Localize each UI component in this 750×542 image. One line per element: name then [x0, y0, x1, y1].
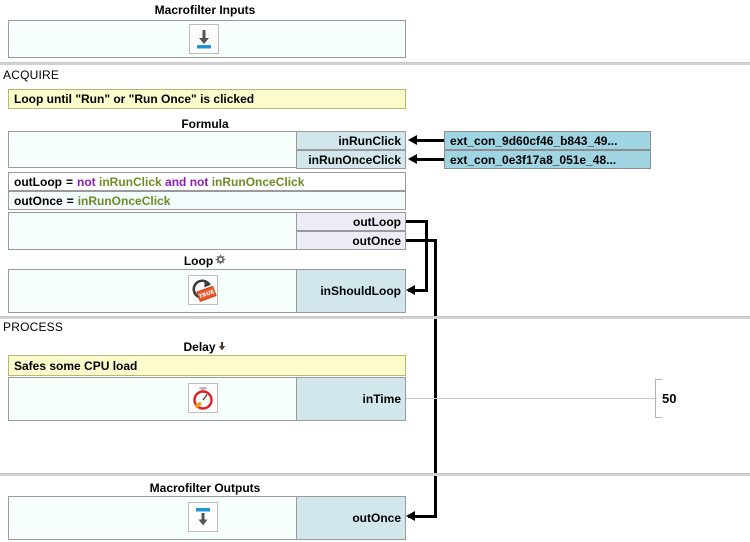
- formula-expression-row-1[interactable]: outOnce = inRunOnceClick: [8, 191, 406, 210]
- wire-extcon1-to-inRunOnceClick: [417, 158, 444, 161]
- formula-port-outOnce[interactable]: outOnce: [296, 231, 406, 250]
- formula-port-inRunOnceClick[interactable]: inRunOnceClick: [296, 150, 406, 169]
- expr-token-0-0: not: [77, 174, 96, 189]
- formula-port-outLoop[interactable]: outLoop: [296, 212, 406, 231]
- expr-eq-1: =: [66, 193, 74, 208]
- wire-outLoop-v: [425, 220, 428, 290]
- wire-outLoop-h1: [406, 220, 428, 223]
- wire-arrow-outOnce: [406, 511, 415, 521]
- expr-token-0-4: inRunOnceClick: [211, 174, 305, 189]
- wire-outOnce-h1: [406, 239, 437, 242]
- wire-outLoop-h2: [408, 289, 428, 292]
- wire-outOnce-h2: [408, 515, 437, 518]
- expr-token-0-1: inRunClick: [99, 174, 162, 189]
- svg-text:TRUE: TRUE: [198, 289, 216, 300]
- gear-icon: [214, 254, 226, 269]
- section-divider-process: [0, 316, 750, 319]
- loop-port-inShouldLoop[interactable]: inShouldLoop: [296, 269, 406, 313]
- expr-target-1: outOnce: [14, 193, 63, 208]
- section-label-process: PROCESS: [3, 320, 64, 334]
- stopwatch-icon: [188, 383, 218, 413]
- macrofilter-outputs-title: Macrofilter Outputs: [149, 481, 261, 495]
- formula-port-inRunClick[interactable]: inRunClick: [296, 131, 406, 150]
- expr-target-0: outLoop: [14, 174, 62, 189]
- formula-comment: Loop until "Run" or "Run Once" is clicke…: [8, 89, 406, 109]
- expr-eq-0: =: [65, 174, 73, 189]
- formula-title: Formula: [181, 117, 229, 131]
- wire-arrow-inShouldLoop: [406, 285, 415, 295]
- external-connection-1[interactable]: ext_con_0e3f17a8_051e_48...: [444, 150, 651, 169]
- loop-true-icon: TRUE: [188, 275, 218, 305]
- formula-expression-row-0[interactable]: outLoop = not inRunClick and not inRunOn…: [8, 172, 406, 191]
- delay-title: Delay: [5, 340, 405, 355]
- wire-extcon0-to-inRunClick: [417, 139, 444, 142]
- expr-token-1-0: inRunOnceClick: [77, 193, 171, 208]
- section-divider-outputs: [0, 473, 750, 476]
- wire-outOnce-v: [434, 239, 437, 518]
- constant-value-50[interactable]: 50: [662, 391, 677, 406]
- macrofilter-inputs-node[interactable]: [8, 20, 406, 58]
- delay-comment: Safes some CPU load: [8, 355, 406, 376]
- wire-arrow-inRunClick: [408, 135, 417, 145]
- macrofilter-input-icon: [189, 24, 219, 54]
- loop-title: Loop: [5, 254, 405, 269]
- expr-token-0-3: not: [189, 174, 209, 189]
- section-label-acquire: ACQUIRE: [3, 68, 60, 82]
- external-connection-0[interactable]: ext_con_9d60cf46_b843_49...: [444, 131, 651, 150]
- wire-inTime-to-constant: [406, 398, 657, 399]
- down-arrow-glyph: [217, 341, 227, 355]
- section-divider-acquire: [0, 62, 750, 65]
- wire-arrow-inRunOnceClick: [408, 154, 417, 164]
- delay-port-inTime[interactable]: inTime: [296, 377, 406, 421]
- macrofilter-inputs-title: Macrofilter Inputs: [154, 3, 256, 17]
- constant-bracket: [655, 379, 662, 418]
- delay-title-text: Delay: [183, 340, 216, 354]
- expr-token-0-2: and: [165, 174, 187, 189]
- macrofilter-output-icon: [188, 502, 218, 532]
- loop-title-text: Loop: [183, 254, 214, 268]
- macrofilter-outputs-port-outOnce[interactable]: outOnce: [296, 496, 406, 540]
